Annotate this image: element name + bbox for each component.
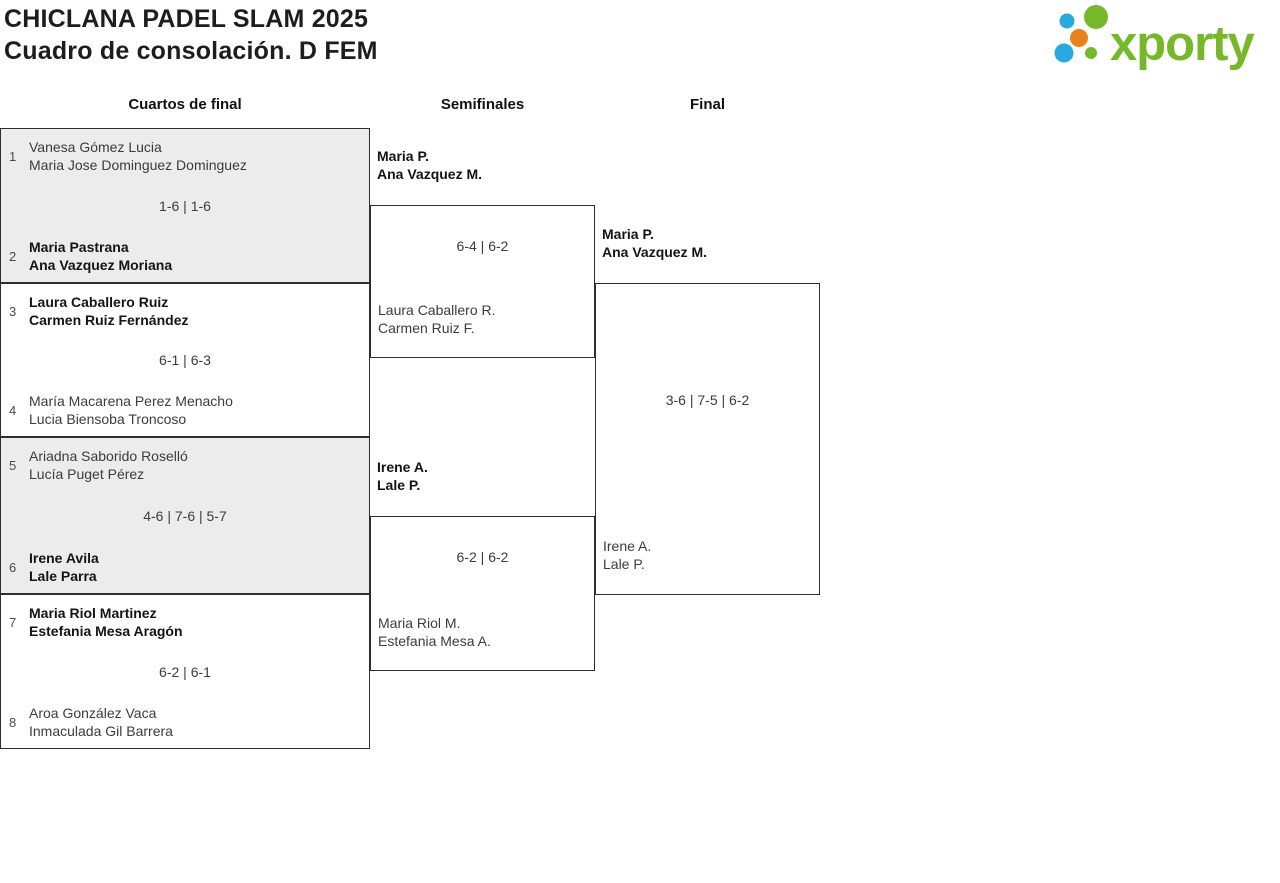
- player-name: Maria Riol M.: [378, 615, 461, 631]
- semifinal-2-bottom-team: Maria Riol M. Estefania Mesa A.: [378, 614, 491, 650]
- column-header-semifinals: Semifinales: [440, 96, 525, 113]
- team-names: Irene Avila Lale Parra: [29, 549, 99, 585]
- player-name: Lucía Puget Pérez: [29, 466, 145, 482]
- team-top: 1 Vanesa Gómez Lucia Maria Jose Domingue…: [1, 138, 369, 174]
- player-name: Ana Vazquez Moriana: [29, 257, 173, 273]
- team-names: Maria Riol Martinez Estefania Mesa Aragó…: [29, 604, 183, 640]
- match-score: 6-2 | 6-1: [159, 663, 211, 680]
- team-names: María Macarena Perez Menacho Lucia Biens…: [29, 392, 233, 428]
- match-quarterfinal-2: 3 Laura Caballero Ruiz Carmen Ruiz Ferná…: [0, 283, 370, 437]
- team-top: 7 Maria Riol Martinez Estefania Mesa Ara…: [1, 604, 369, 640]
- player-name: Carmen Ruiz F.: [378, 320, 475, 336]
- player-name: Aroa González Vaca: [29, 705, 157, 721]
- final-top-team: Maria P. Ana Vazquez M.: [602, 225, 707, 261]
- player-name: Maria Jose Dominguez Dominguez: [29, 157, 247, 173]
- logo-dot-blue-large: [1054, 43, 1074, 63]
- team-bottom: 2 Maria Pastrana Ana Vazquez Moriana: [1, 238, 369, 274]
- player-name: Vanesa Gómez Lucia: [29, 139, 162, 155]
- match-score: 3-6 | 7-5 | 6-2: [665, 392, 750, 408]
- tournament-title: CHICLANA PADEL SLAM 2025: [4, 5, 369, 33]
- match-score: 6-1 | 6-3: [159, 352, 211, 368]
- match-semifinal-2: 6-2 | 6-2 Maria Riol M. Estefania Mesa A…: [370, 516, 595, 671]
- team-top: 3 Laura Caballero Ruiz Carmen Ruiz Ferná…: [1, 293, 369, 329]
- logo-dot-orange: [1070, 29, 1088, 47]
- player-name: Lucia Biensoba Troncoso: [29, 411, 187, 427]
- player-name: Estefania Mesa A.: [378, 633, 491, 649]
- player-name: Maria P.: [377, 148, 429, 164]
- logo-dot-green-large: [1084, 5, 1108, 29]
- team-names: Ariadna Saborido Roselló Lucía Puget Pér…: [29, 447, 188, 483]
- seed-number: 7: [9, 614, 17, 630]
- match-quarterfinal-1: 1 Vanesa Gómez Lucia Maria Jose Domingue…: [0, 128, 370, 283]
- match-quarterfinal-4: 7 Maria Riol Martinez Estefania Mesa Ara…: [0, 594, 370, 749]
- team-names: Laura Caballero Ruiz Carmen Ruiz Fernánd…: [29, 293, 188, 329]
- seed-number: 8: [9, 714, 17, 730]
- match-score: 6-4 | 6-2: [456, 238, 509, 254]
- player-name: Laura Caballero Ruiz: [29, 294, 169, 310]
- team-names: Vanesa Gómez Lucia Maria Jose Dominguez …: [29, 138, 247, 174]
- column-header-quarterfinals: Cuartos de final: [128, 96, 242, 113]
- team-names: Maria Pastrana Ana Vazquez Moriana: [29, 238, 172, 274]
- player-name: Irene Avila: [29, 550, 99, 566]
- player-name: Irene A.: [603, 538, 652, 554]
- match-score: 1-6 | 1-6: [159, 197, 211, 214]
- match-final: 3-6 | 7-5 | 6-2 Irene A. Lale P.: [595, 283, 820, 595]
- column-header-final: Final: [689, 96, 725, 113]
- seed-number: 3: [9, 303, 17, 319]
- player-name: Ana Vazquez M.: [602, 244, 708, 260]
- semifinal-1-bottom-team: Laura Caballero R. Carmen Ruiz F.: [378, 301, 496, 337]
- logo-dot-green-small: [1085, 47, 1097, 59]
- logo-dot-blue-small: [1059, 13, 1075, 29]
- xporty-logo[interactable]: xporty: [1048, 0, 1280, 74]
- team-bottom: 4 María Macarena Perez Menacho Lucia Bie…: [1, 392, 369, 428]
- player-name: Laura Caballero R.: [378, 302, 496, 318]
- page-header: CHICLANA PADEL SLAM 2025 Cuadro de conso…: [4, 3, 378, 67]
- seed-number: 2: [9, 248, 17, 264]
- bracket-subtitle: Cuadro de consolación. D FEM: [4, 37, 378, 65]
- player-name: Lale P.: [603, 556, 645, 572]
- player-name: Irene A.: [377, 459, 428, 475]
- team-bottom: 8 Aroa González Vaca Inmaculada Gil Barr…: [1, 704, 369, 740]
- player-name: Estefania Mesa Aragón: [29, 623, 183, 639]
- match-score: 6-2 | 6-2: [456, 549, 509, 565]
- player-name: Ana Vazquez M.: [377, 166, 483, 182]
- seed-number: 1: [9, 148, 17, 164]
- player-name: Maria Riol Martinez: [29, 605, 157, 621]
- seed-number: 5: [9, 457, 17, 473]
- seed-number: 6: [9, 559, 17, 575]
- match-quarterfinal-3: 5 Ariadna Saborido Roselló Lucía Puget P…: [0, 437, 370, 594]
- logo-wordmark: xporty: [1110, 17, 1255, 71]
- player-name: Ariadna Saborido Roselló: [29, 448, 188, 464]
- semifinal-2-top-team: Irene A. Lale P.: [377, 458, 428, 494]
- match-semifinal-1: 6-4 | 6-2 Laura Caballero R. Carmen Ruiz…: [370, 205, 595, 358]
- seed-number: 4: [9, 402, 17, 418]
- semifinal-1-top-team: Maria P. Ana Vazquez M.: [377, 147, 482, 183]
- player-name: Maria P.: [602, 226, 654, 242]
- player-name: Carmen Ruiz Fernández: [29, 312, 189, 328]
- player-name: María Macarena Perez Menacho: [29, 393, 233, 409]
- player-name: Lale P.: [377, 477, 421, 493]
- player-name: Inmaculada Gil Barrera: [29, 723, 173, 739]
- team-bottom: 6 Irene Avila Lale Parra: [1, 549, 369, 585]
- final-bottom-team: Irene A. Lale P.: [603, 537, 651, 573]
- player-name: Lale Parra: [29, 568, 97, 584]
- player-name: Maria Pastrana: [29, 239, 129, 255]
- match-score: 4-6 | 7-6 | 5-7: [143, 507, 227, 524]
- team-names: Aroa González Vaca Inmaculada Gil Barrer…: [29, 704, 173, 740]
- team-top: 5 Ariadna Saborido Roselló Lucía Puget P…: [1, 447, 369, 483]
